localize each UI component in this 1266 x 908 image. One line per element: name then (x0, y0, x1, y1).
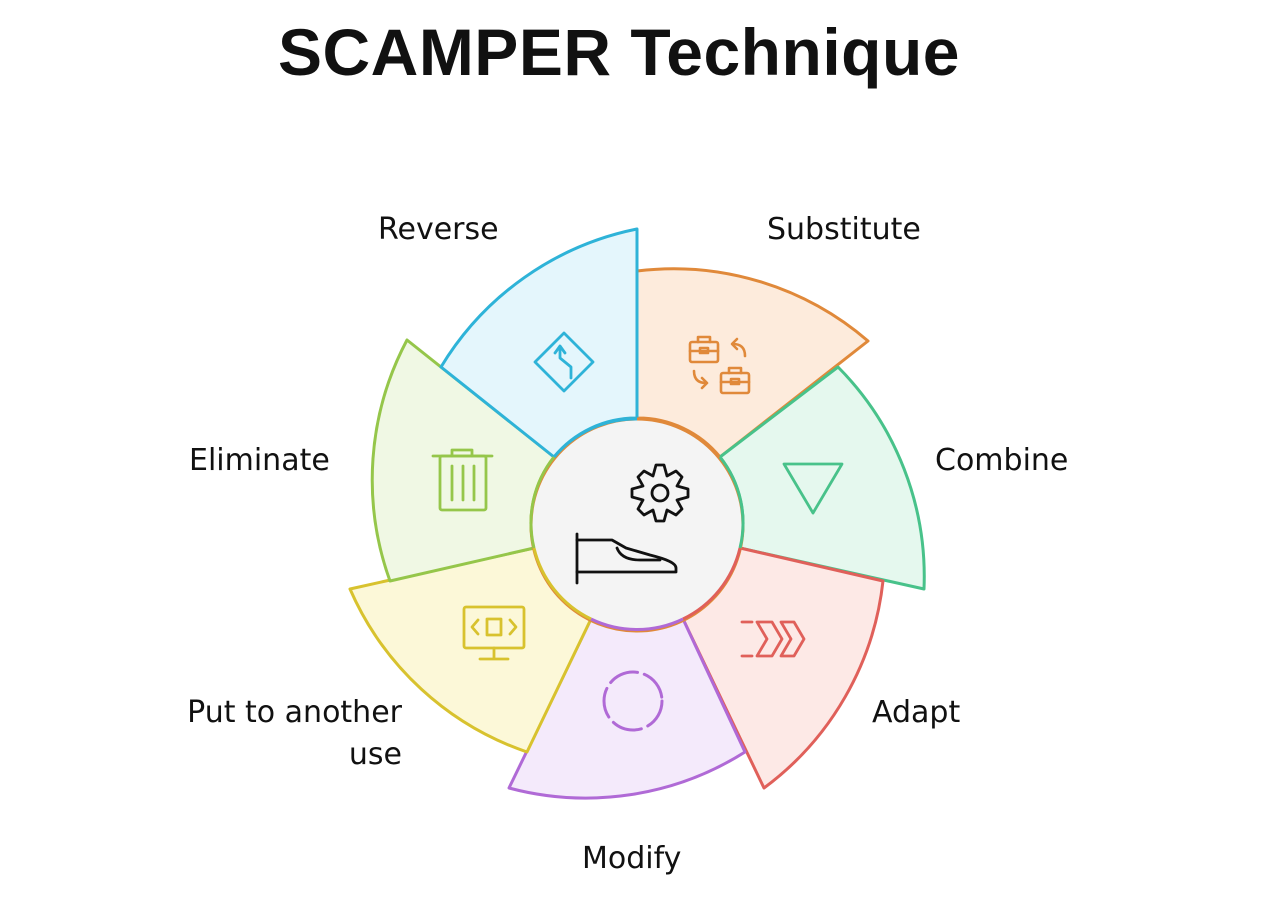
hub-ring-bottom-right-arc (682, 547, 742, 621)
hub-ring-left-arc (529, 456, 556, 549)
gear-hand-icon (575, 463, 690, 585)
label-eliminate: Eliminate (189, 443, 330, 478)
code-monitor-icon (462, 605, 526, 661)
label-reverse: Reverse (378, 212, 499, 247)
segment-put-to-another-use[interactable] (348, 546, 593, 754)
double-chevron-icon (740, 620, 806, 658)
label-put-to-another-use: Put to another use (150, 692, 402, 776)
trash-icon (431, 448, 494, 512)
label-modify: Modify (582, 841, 682, 876)
route-sign-icon (533, 331, 595, 393)
label-put-to-another-use-text: Put to another use (187, 695, 402, 772)
label-adapt: Adapt (872, 695, 961, 730)
label-combine: Combine (935, 443, 1069, 478)
page-title: SCAMPER Technique (277, 15, 960, 89)
swap-briefcases-icon (688, 335, 751, 395)
hub-ring-bottom-arc (590, 617, 684, 632)
label-substitute: Substitute (767, 212, 921, 247)
triangle-icon (782, 462, 844, 515)
hub-ring-right-arc (718, 456, 745, 549)
center-hub[interactable] (529, 417, 745, 633)
hub-ring-top-left-arc (552, 417, 638, 458)
hub-ring-bottom-left-arc (532, 547, 592, 621)
dashed-circle-icon (602, 670, 664, 732)
